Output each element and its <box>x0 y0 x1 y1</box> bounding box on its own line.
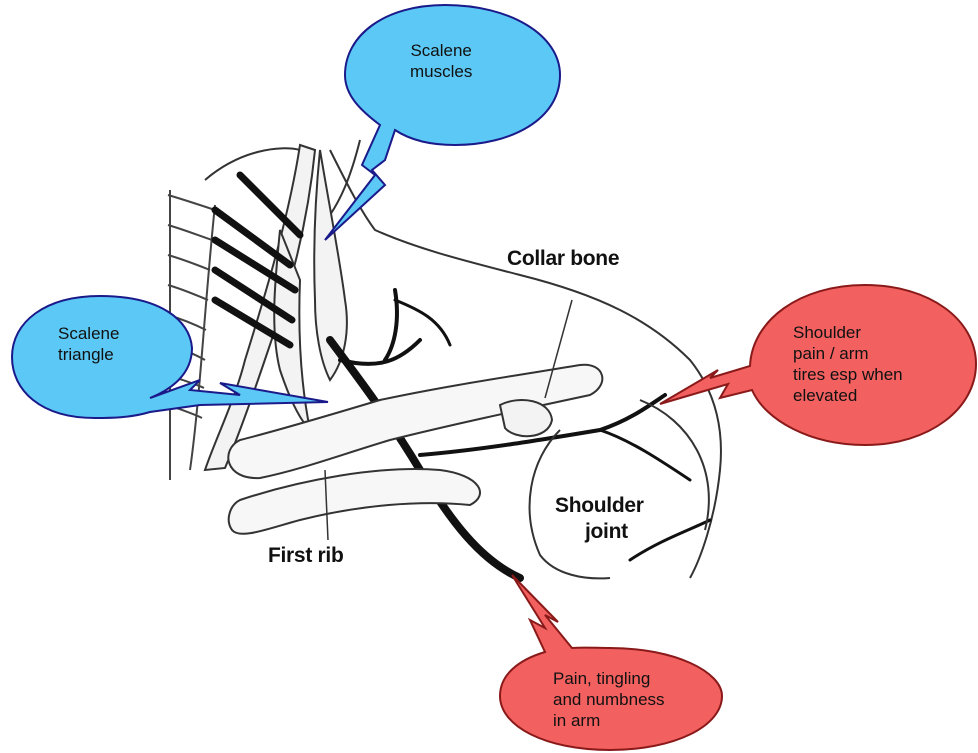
label-shoulder-joint: Shoulder joint <box>555 493 644 545</box>
label-collar-bone: Collar bone <box>507 247 619 271</box>
callout-text-shoulder-pain: Shoulder pain / arm tires esp when eleva… <box>793 322 903 406</box>
callout-text-arm-pain: Pain, tingling and numbness in arm <box>553 668 665 731</box>
callout-text-scalene-muscles: Scalene muscles <box>410 40 472 82</box>
collar-bone-knob <box>500 400 552 436</box>
callout-text-scalene-triangle: Scalene triangle <box>58 323 119 365</box>
label-first-rib: First rib <box>268 544 343 568</box>
